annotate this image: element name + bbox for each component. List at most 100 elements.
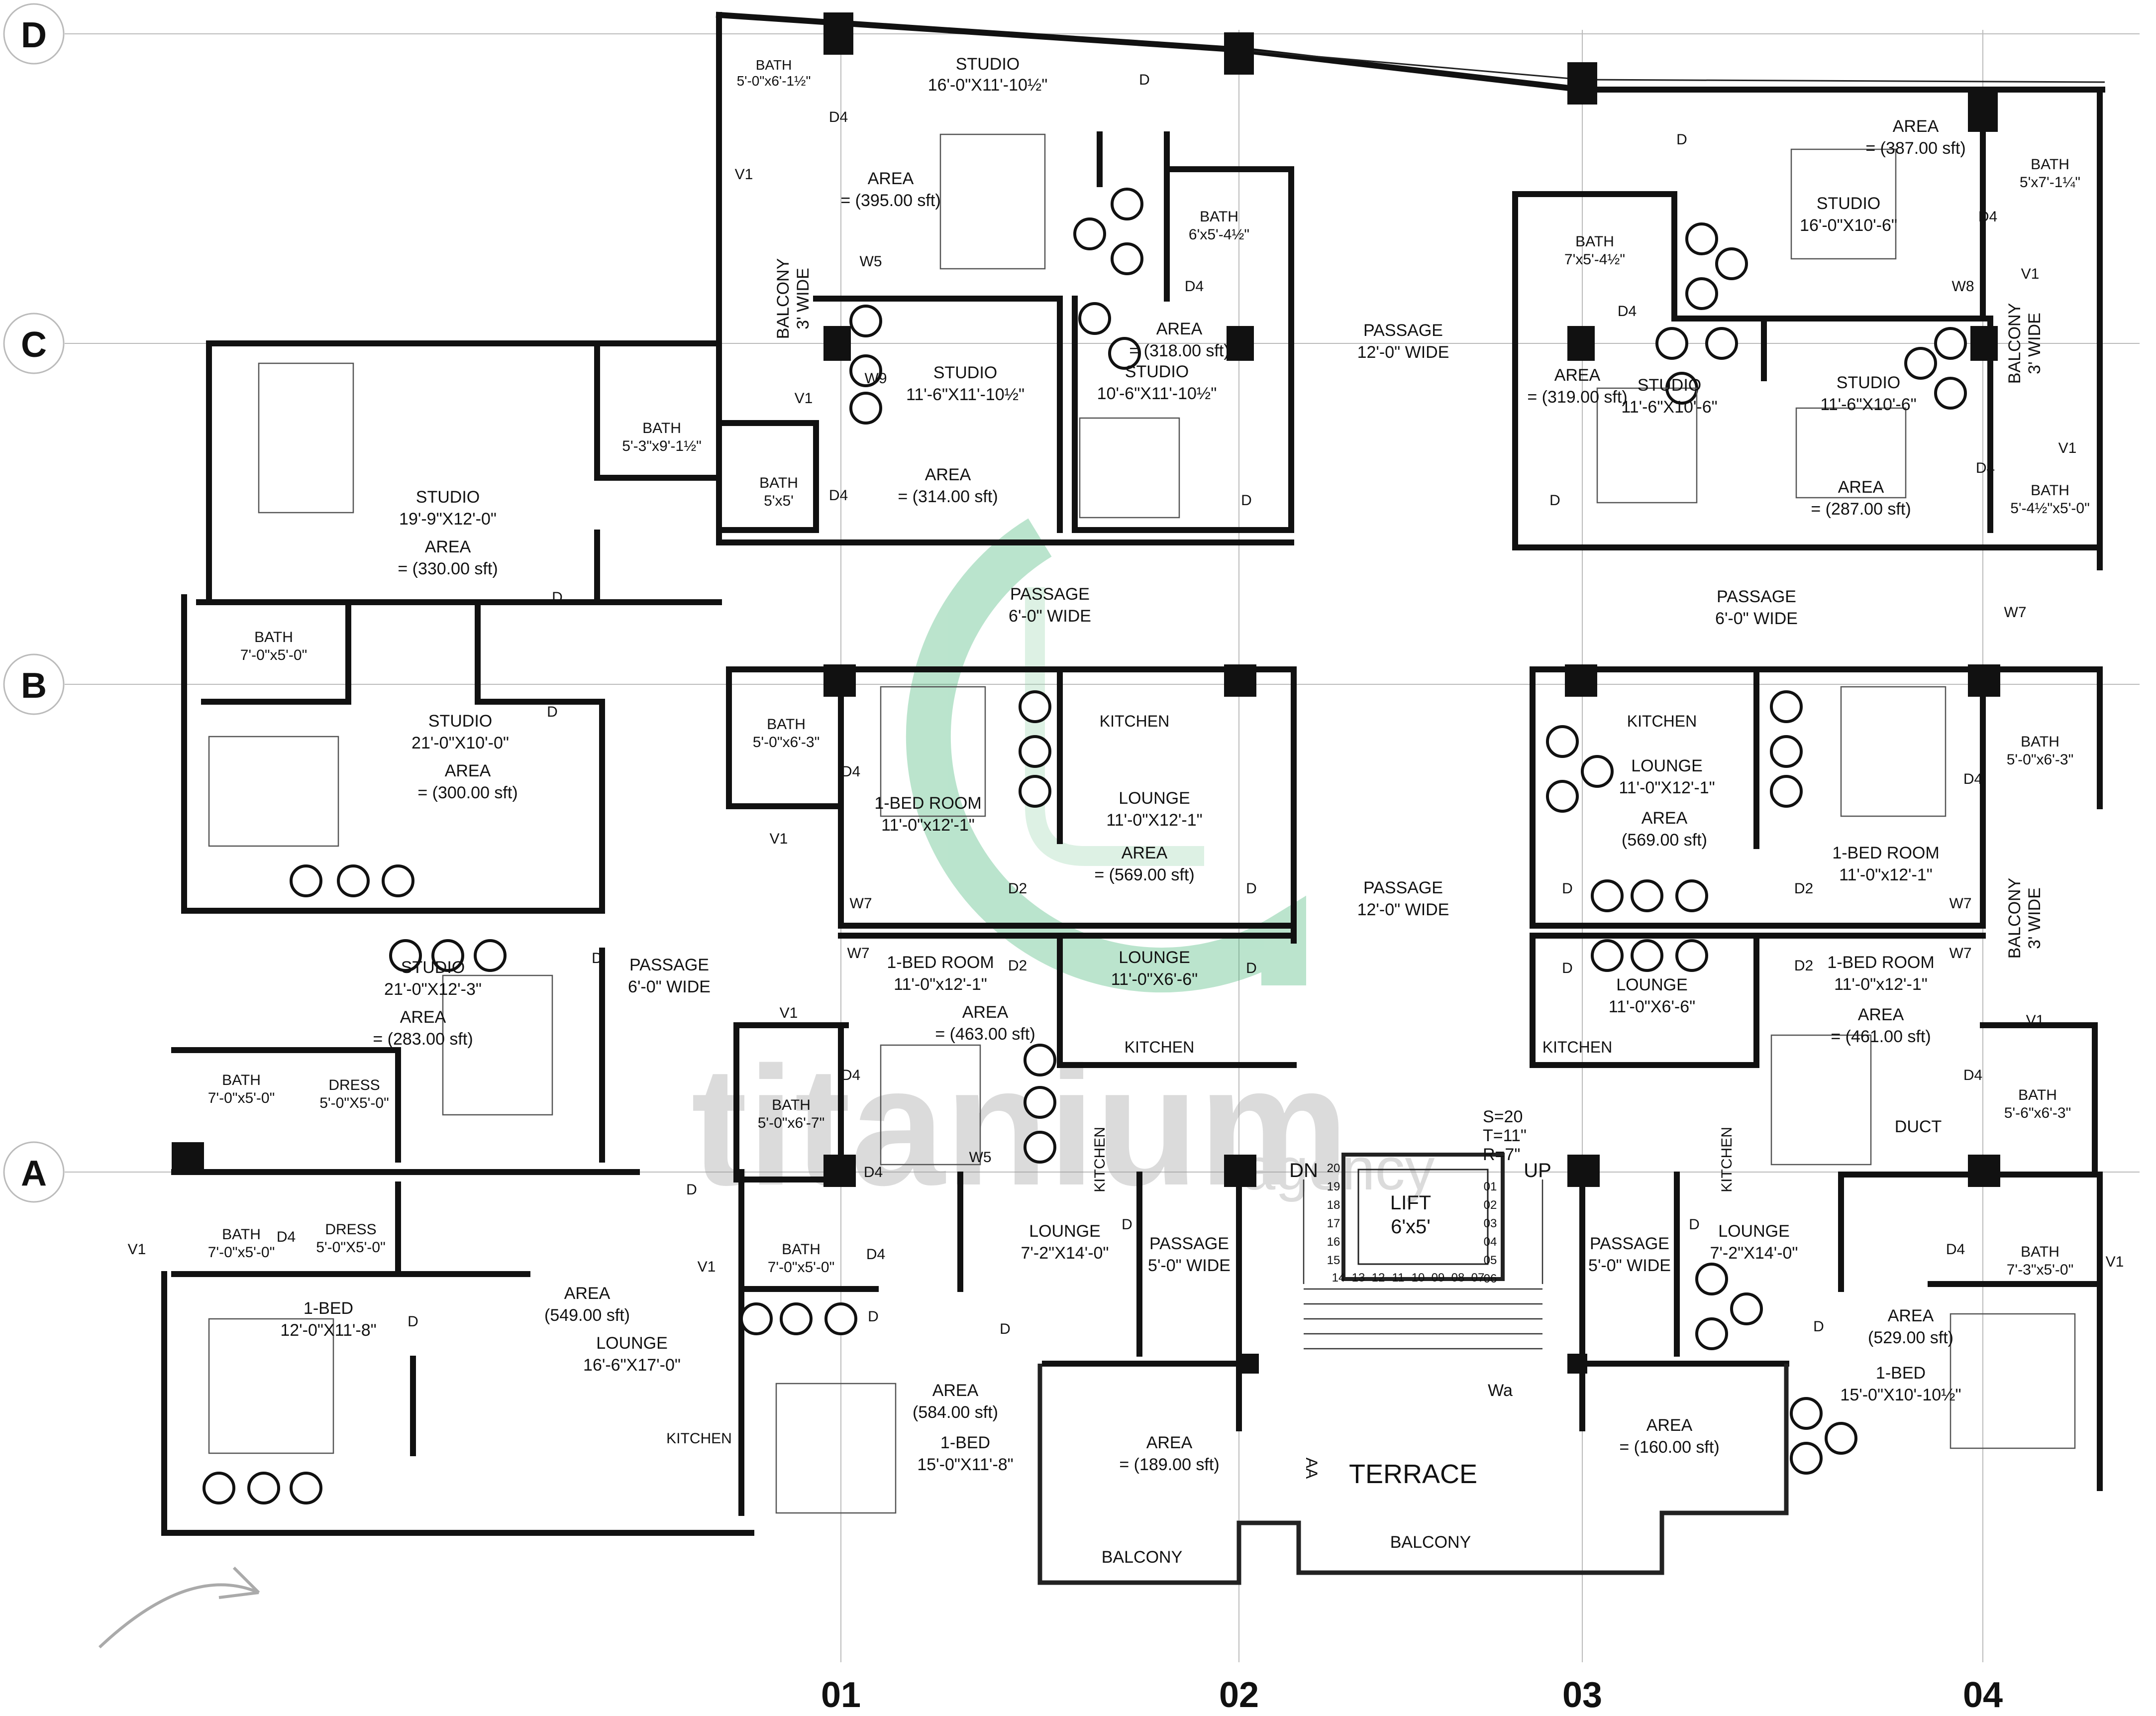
label-kitchen-left: KITCHEN [666, 1430, 732, 1447]
svg-text:D: D [1122, 1216, 1132, 1233]
walls [161, 11, 2105, 1585]
structural-columns [172, 12, 2000, 1374]
label-area-387: AREA= (387.00 sft) [1865, 117, 1965, 158]
svg-text:D: D [1000, 1321, 1011, 1337]
svg-text:01: 01 [1484, 1180, 1497, 1193]
north-arrow-icon [98, 1566, 260, 1649]
svg-text:19: 19 [1327, 1180, 1340, 1193]
label-area-319: AREA= (319.00 sft) [1527, 366, 1627, 407]
svg-text:W7: W7 [1950, 945, 1972, 962]
svg-text:18: 18 [1327, 1198, 1340, 1212]
svg-text:D4: D4 [841, 1067, 860, 1083]
svg-text:D: D [1241, 492, 1252, 509]
svg-text:D4: D4 [1185, 278, 1204, 295]
label-area-330: AREA= (330.00 sft) [398, 537, 498, 578]
svg-text:07: 07 [1471, 1271, 1485, 1285]
svg-text:06: 06 [1484, 1272, 1497, 1286]
label-area-160: AREA= (160.00 sft) [1619, 1416, 1719, 1457]
svg-text:D4: D4 [1963, 1067, 1982, 1083]
svg-text:V1: V1 [735, 166, 753, 183]
svg-text:D: D [552, 589, 563, 606]
label-balcony-3-right2: BALCONY3' WIDE [2005, 878, 2044, 959]
svg-text:D4: D4 [829, 487, 848, 504]
svg-text:D4: D4 [864, 1164, 883, 1180]
svg-text:W7: W7 [847, 945, 870, 962]
label-area-283: AREA= (283.00 sft) [373, 1008, 473, 1049]
svg-text:W7: W7 [2004, 604, 2027, 621]
col-label-03: 03 [1562, 1675, 1602, 1715]
svg-text:05: 05 [1484, 1254, 1497, 1267]
stair-dn-label: DN [1289, 1160, 1318, 1181]
door-window-tags: D4 D V1 W5 D4 W9 V1 D4 D D D D4 W8 V1 D4… [128, 72, 2124, 1337]
label-kitchen-d: KITCHEN [1542, 1038, 1612, 1056]
label-area-300: AREA= (300.00 sft) [417, 761, 517, 802]
lift-and-stairs [1303, 1153, 1543, 1350]
svg-text:13: 13 [1352, 1271, 1365, 1285]
label-balcony-bottom-b: BALCONY [1390, 1533, 1471, 1552]
svg-text:15: 15 [1327, 1254, 1340, 1267]
label-kitchen-b2: KITCHEN [1627, 712, 1697, 730]
svg-text:V1: V1 [698, 1259, 716, 1275]
svg-text:D4: D4 [1946, 1241, 1965, 1258]
svg-text:D4: D4 [866, 1246, 885, 1263]
label-duct: DUCT [1895, 1117, 1942, 1136]
row-label-b: B [21, 666, 47, 706]
stair-numbers-left: 20 19 18 17 16 15 [1327, 1162, 1340, 1267]
svg-text:D: D [1813, 1318, 1824, 1335]
svg-text:03: 03 [1484, 1217, 1497, 1230]
label-balcony-3-left: BALCONY3' WIDE [774, 258, 813, 339]
label-area-549: AREA(549.00 sft) [544, 1284, 630, 1325]
col-label-04: 04 [1963, 1675, 2003, 1715]
row-label-d: D [21, 15, 47, 55]
svg-text:D: D [1562, 960, 1573, 976]
label-area-318: AREA= (318.00 sft) [1129, 320, 1229, 360]
label-balcony-bottom-a: BALCONY [1102, 1548, 1183, 1567]
stair-numbers-right: 01 02 03 04 05 06 [1484, 1180, 1497, 1286]
svg-text:V1: V1 [770, 831, 788, 847]
svg-text:D4: D4 [1963, 771, 1982, 787]
svg-text:D4: D4 [829, 109, 848, 125]
label-area-584: AREA(584.00 sft) [913, 1381, 998, 1422]
terrace-label: TERRACE [1349, 1459, 1477, 1489]
svg-text:02: 02 [1484, 1198, 1497, 1212]
label-area-395: AREA= (395.00 sft) [840, 169, 940, 210]
label-area-529: AREA(529.00 sft) [1868, 1306, 1953, 1347]
svg-text:D: D [592, 950, 603, 966]
furniture-chairs [203, 188, 1967, 1504]
stair-aa-label: AA [1303, 1458, 1321, 1479]
svg-text:D4: D4 [277, 1229, 296, 1245]
stair-up-label: UP [1524, 1160, 1551, 1181]
svg-text:11: 11 [1392, 1271, 1405, 1285]
svg-text:D: D [1689, 1216, 1700, 1233]
